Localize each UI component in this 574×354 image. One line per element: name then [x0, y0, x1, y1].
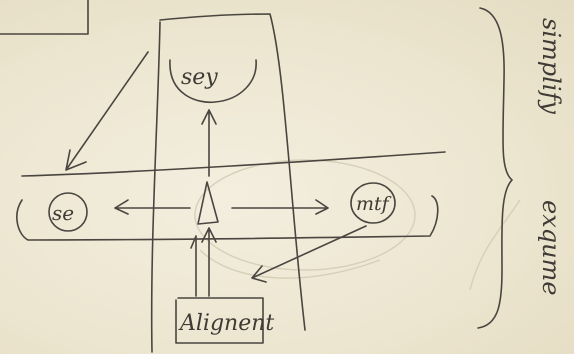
right-brace — [478, 8, 512, 328]
brace-annotation-upper: simplify — [537, 18, 565, 114]
vertical-column-frame — [152, 14, 305, 352]
arrow-to-left — [115, 200, 190, 214]
arrow-to-bottom-box — [252, 226, 366, 282]
left-circle-label: se — [52, 201, 74, 225]
top-circle-label: sey — [181, 65, 218, 90]
partial-frame-top-left — [0, 0, 88, 34]
arrow-to-right — [232, 200, 328, 214]
show-through-marks — [195, 160, 520, 290]
bottom-box-label: Alignent — [178, 311, 274, 336]
center-triangle — [198, 182, 218, 224]
arrow-to-left-circle — [66, 52, 148, 170]
brace-annotation-lower: exqume — [537, 200, 565, 296]
right-circle-label: mtf — [356, 193, 392, 215]
